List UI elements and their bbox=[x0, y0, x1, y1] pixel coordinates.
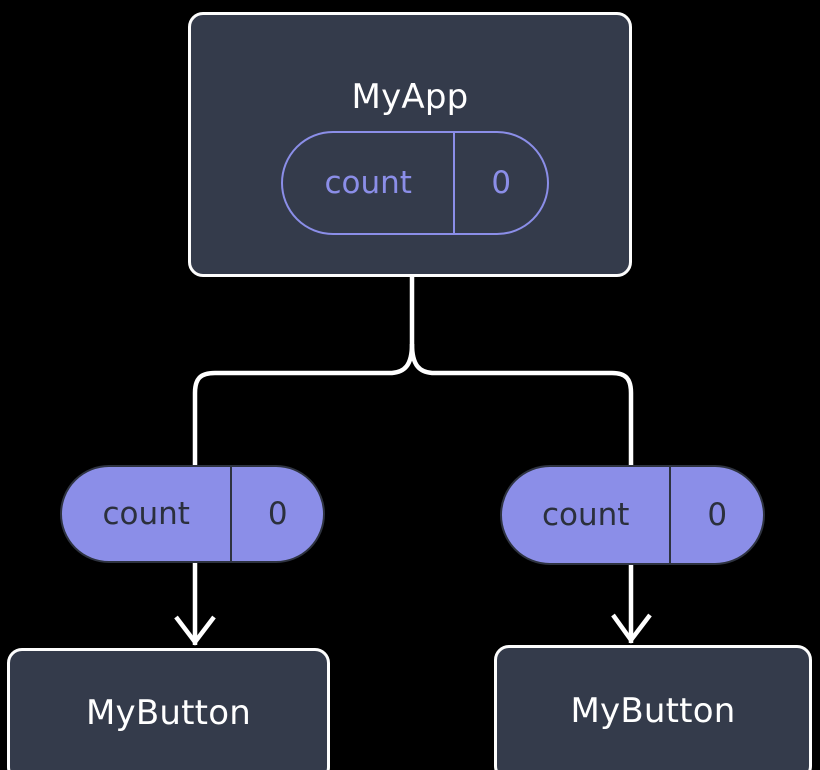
prop-pill-value: 0 bbox=[707, 497, 728, 533]
node-mybutton-left[interactable]: MyButton bbox=[7, 648, 330, 770]
arrowhead-left bbox=[174, 615, 216, 646]
node-mybutton-left-title: MyButton bbox=[86, 693, 251, 733]
node-myapp[interactable]: MyApp count 0 bbox=[188, 12, 632, 277]
prop-pill-right-count[interactable]: count 0 bbox=[500, 465, 765, 565]
prop-pill-left-count[interactable]: count 0 bbox=[60, 465, 325, 563]
node-mybutton-right[interactable]: MyButton bbox=[494, 645, 812, 770]
prop-pill-key: count bbox=[502, 467, 672, 563]
state-pill-myapp-count[interactable]: count 0 bbox=[281, 131, 549, 235]
prop-pill-key: count bbox=[62, 467, 233, 561]
state-pill-key: count bbox=[283, 133, 456, 233]
state-pill-value: 0 bbox=[491, 165, 512, 201]
arrowhead-right bbox=[611, 613, 652, 644]
edge-fork-left bbox=[192, 343, 415, 465]
node-myapp-title: MyApp bbox=[351, 77, 469, 117]
prop-pill-value: 0 bbox=[267, 496, 288, 532]
node-mybutton-right-title: MyButton bbox=[570, 691, 736, 731]
edge-fork-right bbox=[409, 343, 634, 465]
